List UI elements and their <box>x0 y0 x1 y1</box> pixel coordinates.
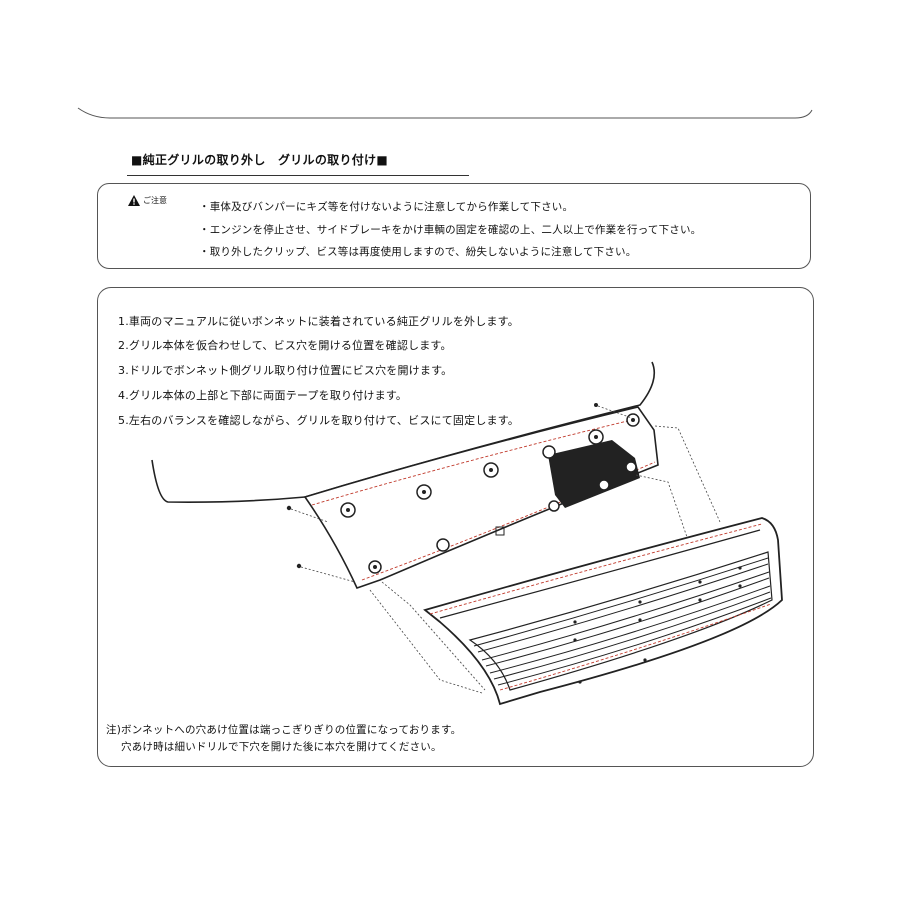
procedure-box <box>97 287 814 767</box>
warning-triangle-icon <box>128 195 140 206</box>
note-line-2: 穴あけ時は細いドリルで下穴を開けた後に本穴を開けてください。 <box>121 741 442 753</box>
caution-line-2: ・エンジンを停止させ、サイドブレーキをかけ車輌の固定を確認の上、二人以上で作業を… <box>199 224 702 236</box>
step-2: 2.グリル本体を仮合わせして、ビス穴を開ける位置を確認します。 <box>118 339 452 352</box>
step-1: 1.車両のマニュアルに従いボンネットに装着されている純正グリルを外します。 <box>118 315 519 328</box>
caution-line-3: ・取り外したクリップ、ビス等は再度使用しますので、紛失しないように注意して下さい… <box>199 246 637 258</box>
note-line-1: 注)ボンネットへの穴あけ位置は端っこぎりぎりの位置になっております。 <box>106 724 462 736</box>
heading-underline <box>127 175 469 176</box>
top-divider-curve <box>77 107 813 119</box>
caution-label-text: ご注意 <box>143 196 167 205</box>
step-3: 3.ドリルでボンネット側グリル取り付け位置にビス穴を開けます。 <box>118 364 453 377</box>
step-4: 4.グリル本体の上部と下部に両面テープを取り付けます。 <box>118 389 408 402</box>
screw-illustrations <box>286 403 598 569</box>
installation-diagram <box>151 361 783 706</box>
grille-illustration <box>423 517 783 706</box>
caution-box <box>97 183 811 269</box>
caution-label: ご注意 <box>128 195 167 206</box>
step-5: 5.左右のバランスを確認しながら、グリルを取り付けて、ビスにて固定します。 <box>118 414 520 427</box>
caution-line-1: ・車体及びバンパーにキズ等を付けないように注意してから作業して下さい。 <box>199 201 574 213</box>
mount-bracket-illustration <box>303 406 659 589</box>
section-heading: ■純正グリルの取り外し グリルの取り付け■ <box>131 153 388 167</box>
